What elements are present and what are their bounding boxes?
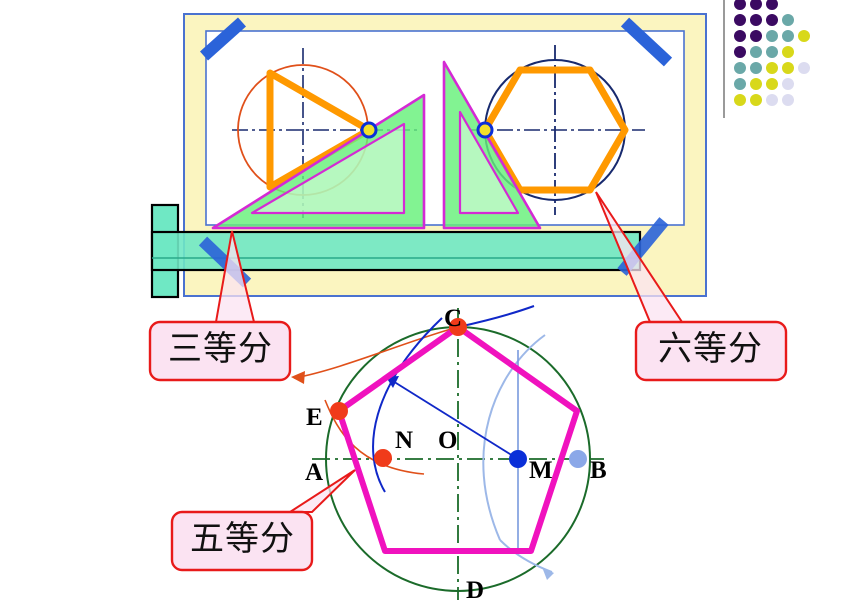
decoration-dot-r6-c3 [782, 94, 794, 106]
decoration-dot-r3-c3 [782, 46, 794, 58]
pentagon-label-m: M [529, 457, 553, 484]
decoration-dot-r1-c1 [750, 14, 762, 26]
clip-top-left-icon [199, 17, 247, 61]
pentagon-label-o: O [438, 427, 458, 454]
decoration-dot-r3-c2 [766, 46, 778, 58]
inscribed-equilateral-triangle [266, 69, 373, 191]
vertex-marker-left [360, 121, 378, 139]
callout-trisection-label: 三等分 [168, 329, 273, 369]
decoration-dot-r4-c2 [766, 62, 778, 74]
construction-arc-orangered-lower [324, 399, 425, 475]
point-N [374, 449, 392, 467]
vertex-markers [360, 121, 494, 139]
decoration-dot-r2-c1 [750, 30, 762, 42]
decoration-dot-r0-c1 [750, 0, 762, 10]
pentagon-label-e: E [306, 404, 323, 431]
set-square-left-cutout [250, 122, 406, 215]
construction-arc-blue-main [372, 317, 443, 493]
callout-hexasection-bubble[interactable] [634, 320, 788, 382]
decoration-dot-r5-c0 [734, 78, 746, 90]
decoration-dot-r3-c1 [750, 46, 762, 58]
callout-hexasection[interactable] [595, 191, 788, 382]
decoration-dot-r5-c1 [750, 78, 762, 90]
pentagon-label-n: N [395, 427, 414, 454]
decoration-dot-r6-c0 [734, 94, 746, 106]
callout-hexasection-label: 六等分 [658, 329, 763, 369]
point-E [330, 402, 348, 420]
construction-arc-orangered-upper [293, 326, 459, 379]
pentagon-construction [291, 305, 604, 600]
pentagon-label-c: C [444, 305, 463, 332]
set-square-right-cutout [458, 110, 520, 215]
construction-arc-blue-topright [457, 305, 535, 328]
decoration-dot-r1-c0 [734, 14, 746, 26]
vertex-marker-right [476, 121, 494, 139]
decoration-dot-r2-c0 [734, 30, 746, 42]
decoration-dot-r2-c4 [798, 30, 810, 42]
pentagon-label-b: B [590, 457, 607, 484]
decoration-dot-r5-c2 [766, 78, 778, 90]
construction-arc-lightblue-right [482, 334, 546, 541]
callout-pentasection-label: 五等分 [190, 519, 295, 559]
decoration-dot-r2-c3 [782, 30, 794, 42]
set-square-right-body[interactable] [442, 60, 542, 230]
decoration-dot-r1-c2 [766, 14, 778, 26]
point-B [569, 450, 587, 468]
arrowhead-lightblue-bottom [542, 567, 554, 580]
decoration-dot-r6-c2 [766, 94, 778, 106]
callout-pentasection-bubble[interactable] [170, 510, 314, 572]
point-M [509, 450, 527, 468]
decoration-dot-r0-c2 [766, 0, 778, 10]
pentagon-label-d: D [466, 577, 485, 604]
decoration-dot-r6-c1 [750, 94, 762, 106]
decoration-dot-r1-c3 [782, 14, 794, 26]
callout-trisection-bubble[interactable] [148, 320, 292, 382]
point-C [449, 318, 467, 336]
clip-top-right-icon [620, 17, 673, 67]
set-square-right[interactable] [442, 60, 542, 230]
construction-radius-M-to-arc [387, 377, 519, 460]
callout-trisection[interactable] [148, 230, 292, 382]
decoration-dot-r4-c4 [798, 62, 810, 74]
construction-arc-lightblue-bottom [499, 539, 553, 573]
decoration-dot-r4-c0 [734, 62, 746, 74]
decoration-dot-r2-c2 [766, 30, 778, 42]
decoration-dot-r4-c1 [750, 62, 762, 74]
decoration-dot-r4-c3 [782, 62, 794, 74]
arrowhead-orangered-left [291, 371, 305, 384]
inscribed-pentagon [336, 324, 580, 554]
decoration-dot-r5-c3 [782, 78, 794, 90]
decorative-dot-grid [734, 0, 810, 106]
decoration-dot-r0-c0 [734, 0, 746, 10]
pentagon-label-a: A [305, 459, 324, 486]
callout-pentasection[interactable] [170, 469, 356, 572]
decoration-dot-r3-c0 [734, 46, 746, 58]
